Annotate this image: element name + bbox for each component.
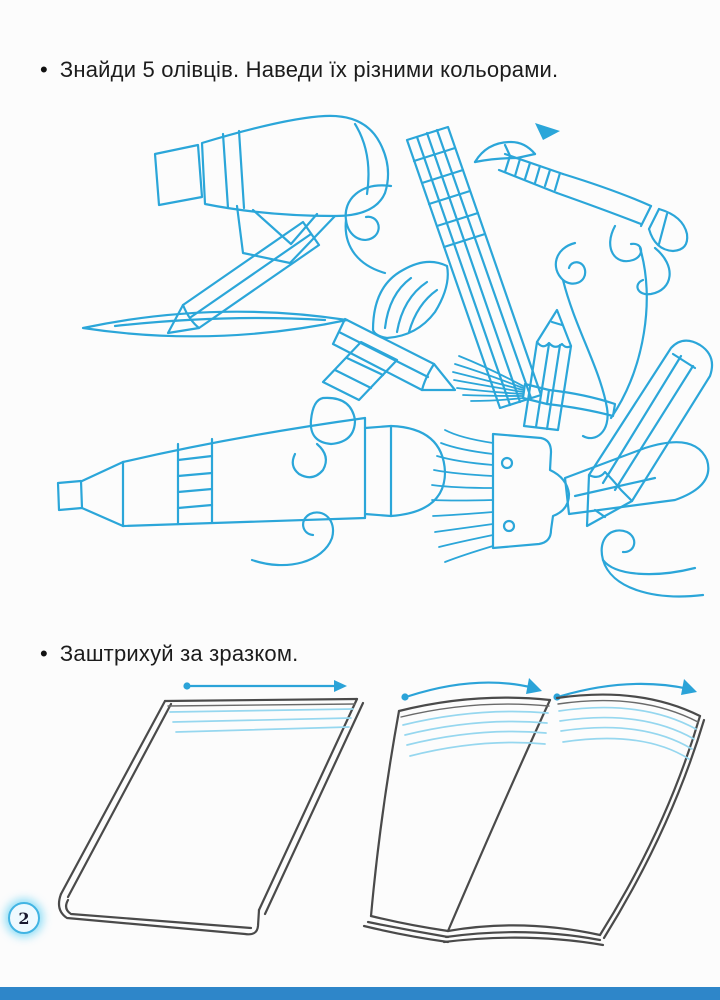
right-page-hatch-lines xyxy=(558,706,697,760)
task-1-heading: • Знайди 5 олівців. Наведи їх різними ко… xyxy=(40,56,700,84)
marker-bottom-left xyxy=(56,416,447,528)
round-paintbrush xyxy=(291,260,449,479)
find-pencils-illustration xyxy=(55,98,715,603)
pencil-bottom-right xyxy=(585,339,714,528)
hatching-sample-illustration xyxy=(50,676,715,956)
closed-book-hatch-lines xyxy=(169,708,354,733)
pencil-vertical-center xyxy=(522,308,573,432)
hatch-direction-arrow-right-page xyxy=(553,679,697,701)
swirl-top-center xyxy=(344,184,393,275)
leaf-nib-shape xyxy=(81,310,349,338)
hatch-direction-arrow-left-page xyxy=(401,678,542,701)
ribbon-fold-ornament xyxy=(235,204,337,265)
hatch-direction-arrow-closed xyxy=(183,680,347,692)
swirl-bottom-right xyxy=(600,529,705,598)
footer-color-bar xyxy=(0,987,720,1000)
left-page-hatch-lines xyxy=(402,710,549,757)
task-2-heading: • Заштрихуй за зразком. xyxy=(40,640,700,668)
striped-pencil-diagonal xyxy=(405,125,543,410)
marker-top-left xyxy=(153,114,390,218)
open-book xyxy=(362,678,706,947)
task-2-text: Заштрихуй за зразком. xyxy=(59,641,299,666)
page-number: 2 xyxy=(18,908,30,928)
fountain-pen xyxy=(473,123,689,296)
pencil-center-right xyxy=(331,317,457,392)
pencil-down-left xyxy=(166,220,321,335)
task-2-bullet: • xyxy=(40,641,48,666)
swirl-bottom-left xyxy=(250,511,335,567)
task-1-text: Знайди 5 олівців. Наведи їх різними коль… xyxy=(59,57,559,82)
swirl-lyre-right xyxy=(554,241,648,440)
flat-brush xyxy=(431,429,710,563)
closed-book xyxy=(57,680,365,936)
books-drawing xyxy=(57,678,706,947)
pencil-tangle-drawing xyxy=(56,114,714,598)
page-number-badge: 2 xyxy=(8,902,40,934)
task-1-bullet: • xyxy=(40,57,48,82)
